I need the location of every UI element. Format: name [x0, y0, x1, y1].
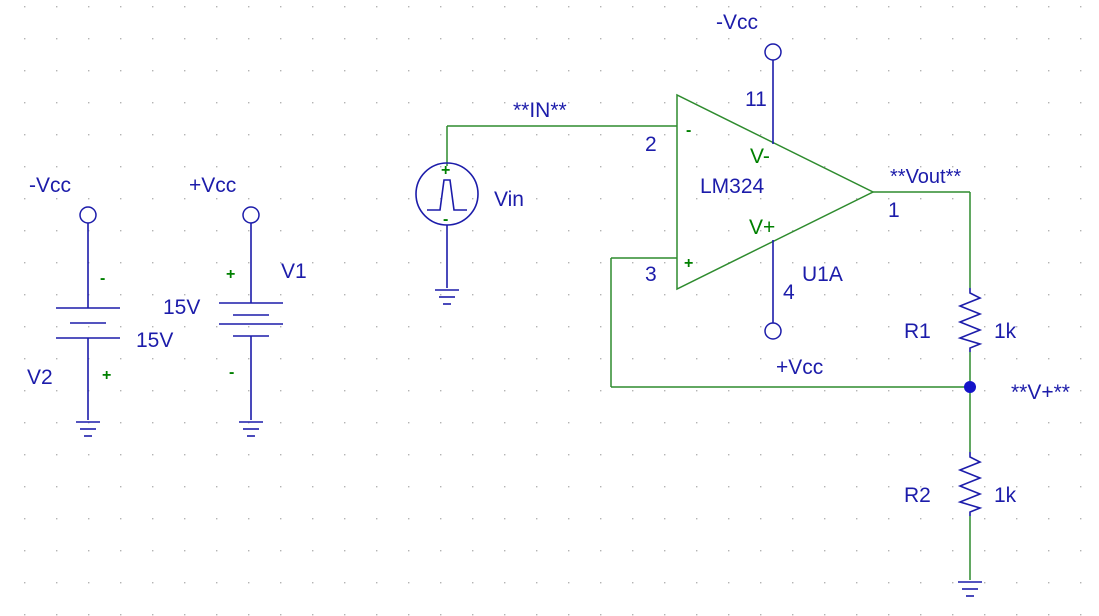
v2-source[interactable]: [56, 206, 120, 437]
vplus-net-label: **V+**: [1011, 381, 1070, 404]
v1-value: 15V: [163, 296, 200, 319]
opamp-noninv-sign: +: [684, 255, 693, 272]
opamp-bottom-net-label: +Vcc: [776, 356, 823, 379]
r2-name: R2: [904, 484, 931, 507]
power-terminal-icon[interactable]: [764, 43, 782, 61]
opamp-ref: U1A: [802, 263, 843, 286]
v1-name: V1: [281, 260, 307, 283]
resistor-icon: [957, 452, 983, 516]
ground-icon: [239, 421, 263, 437]
opamp-pin-4: 4: [783, 281, 795, 304]
vout-net-label: **Vout**: [890, 166, 961, 188]
r2-value: 1k: [994, 484, 1017, 507]
r1-value: 1k: [994, 320, 1017, 343]
v2-value: 15V: [136, 329, 173, 352]
opamp-triangle-icon: [676, 93, 875, 291]
v2-net-label: -Vcc: [29, 174, 71, 197]
grid-dots: [24, 6, 1082, 616]
power-terminal-icon[interactable]: [764, 322, 782, 340]
feedback-network: [610, 192, 971, 580]
ground-icon: [958, 581, 982, 597]
power-terminal-icon[interactable]: [242, 206, 260, 224]
vin-name: Vin: [494, 188, 524, 211]
opamp-u1a[interactable]: [676, 43, 970, 340]
in-net-label: **IN**: [513, 99, 567, 122]
v1-top-sign: +: [226, 266, 235, 283]
opamp-model: LM324: [700, 175, 765, 198]
resistor-r1[interactable]: [957, 288, 983, 352]
opamp-top-net-label: -Vcc: [716, 11, 758, 34]
opamp-inv-sign: -: [686, 122, 691, 139]
ground-icon: [76, 421, 100, 437]
junction-dot-icon: [964, 381, 976, 393]
v2-top-sign: -: [100, 270, 105, 287]
ground-icon: [435, 289, 459, 305]
r1-name: R1: [904, 320, 931, 343]
opamp-vminus-label: V-: [750, 145, 770, 168]
v2-name: V2: [27, 366, 53, 389]
power-terminal-icon[interactable]: [79, 206, 97, 224]
opamp-pin-11: 11: [745, 88, 767, 111]
opamp-pin-3: 3: [645, 263, 657, 286]
vin-source[interactable]: [415, 125, 677, 305]
v2-bottom-sign: +: [102, 367, 111, 384]
resistor-icon: [957, 288, 983, 352]
opamp-vplus-label: V+: [749, 216, 775, 239]
vin-plus-sign: +: [441, 162, 450, 179]
resistor-r2[interactable]: [957, 452, 983, 516]
v1-bottom-sign: -: [229, 364, 234, 381]
opamp-pin-2: 2: [645, 133, 657, 156]
v1-net-label: +Vcc: [189, 174, 236, 197]
v1-source[interactable]: [219, 206, 283, 437]
vin-minus-sign: -: [443, 211, 448, 228]
opamp-pin-1: 1: [888, 199, 900, 222]
